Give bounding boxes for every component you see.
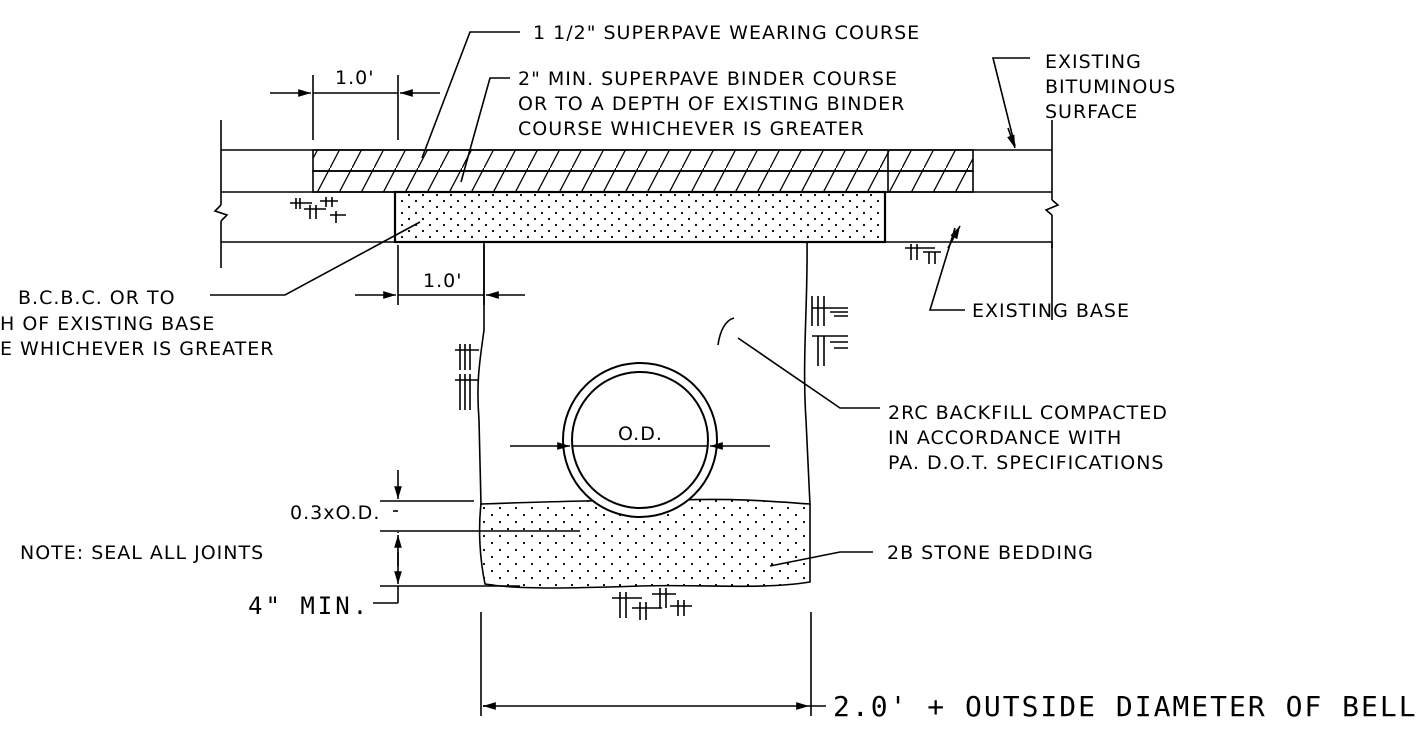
trench-width-label: 2.0' + OUTSIDE DIAMETER OF BELL xyxy=(833,690,1418,723)
dimension-trench-width xyxy=(480,612,826,716)
existing-base-label: EXISTING BASE xyxy=(972,300,1130,322)
existing-surface-label-line3: SURFACE xyxy=(1045,101,1138,123)
note-label: NOTE: SEAL ALL JOINTS xyxy=(20,542,264,564)
soil-symbol-left-trench xyxy=(455,344,479,410)
wearing-course-layer xyxy=(312,149,974,172)
dimension-mid xyxy=(355,245,525,305)
min-depth-label: 4" MIN. xyxy=(248,592,370,620)
soil-symbol-left-top xyxy=(290,197,346,223)
base-course-label-line3: E WHICHEVER IS GREATER xyxy=(0,338,275,360)
backfill-label-line1: 2RC BACKFILL COMPACTED xyxy=(888,402,1168,424)
binder-course-label-line2: OR TO A DEPTH OF EXISTING BINDER xyxy=(518,93,905,115)
pipe-section xyxy=(562,362,718,518)
bedding-ratio-label: 0.3xO.D. xyxy=(290,502,380,524)
base-course-label-line2: H OF EXISTING BASE xyxy=(0,313,215,335)
binder-course-label-line3: COURSE WHICHEVER IS GREATER xyxy=(518,118,865,140)
stone-bedding-label: 2B STONE BEDDING xyxy=(887,542,1094,564)
backfill-label-line2: IN ACCORDANCE WITH xyxy=(888,427,1122,449)
dimension-bedding-depth xyxy=(373,470,580,604)
soil-symbol-bottom xyxy=(612,588,692,620)
wearing-course-label: 1 1/2" SUPERPAVE WEARING COURSE xyxy=(533,22,920,44)
od-label: O.D. xyxy=(618,423,663,445)
soil-symbol-right-trench xyxy=(811,296,848,366)
binder-course-label-line1: 2" MIN. SUPERPAVE BINDER COURSE xyxy=(518,68,898,90)
existing-surface-label-line1: EXISTING xyxy=(1045,51,1142,73)
trench-walls xyxy=(477,241,811,506)
base-course-label-line1: B.C.B.C. OR TO xyxy=(18,287,176,309)
dimension-top-label: 1.0' xyxy=(335,67,374,89)
dimension-mid-label: 1.0' xyxy=(423,270,462,292)
existing-surface-label-line2: BITUMINOUS xyxy=(1045,76,1176,98)
base-course-layer xyxy=(393,190,887,244)
soil-symbol-right-base xyxy=(905,244,941,264)
dimension-top xyxy=(270,75,440,140)
leaders xyxy=(210,31,1030,567)
backfill-label-line3: PA. D.O.T. SPECIFICATIONS xyxy=(888,452,1164,474)
